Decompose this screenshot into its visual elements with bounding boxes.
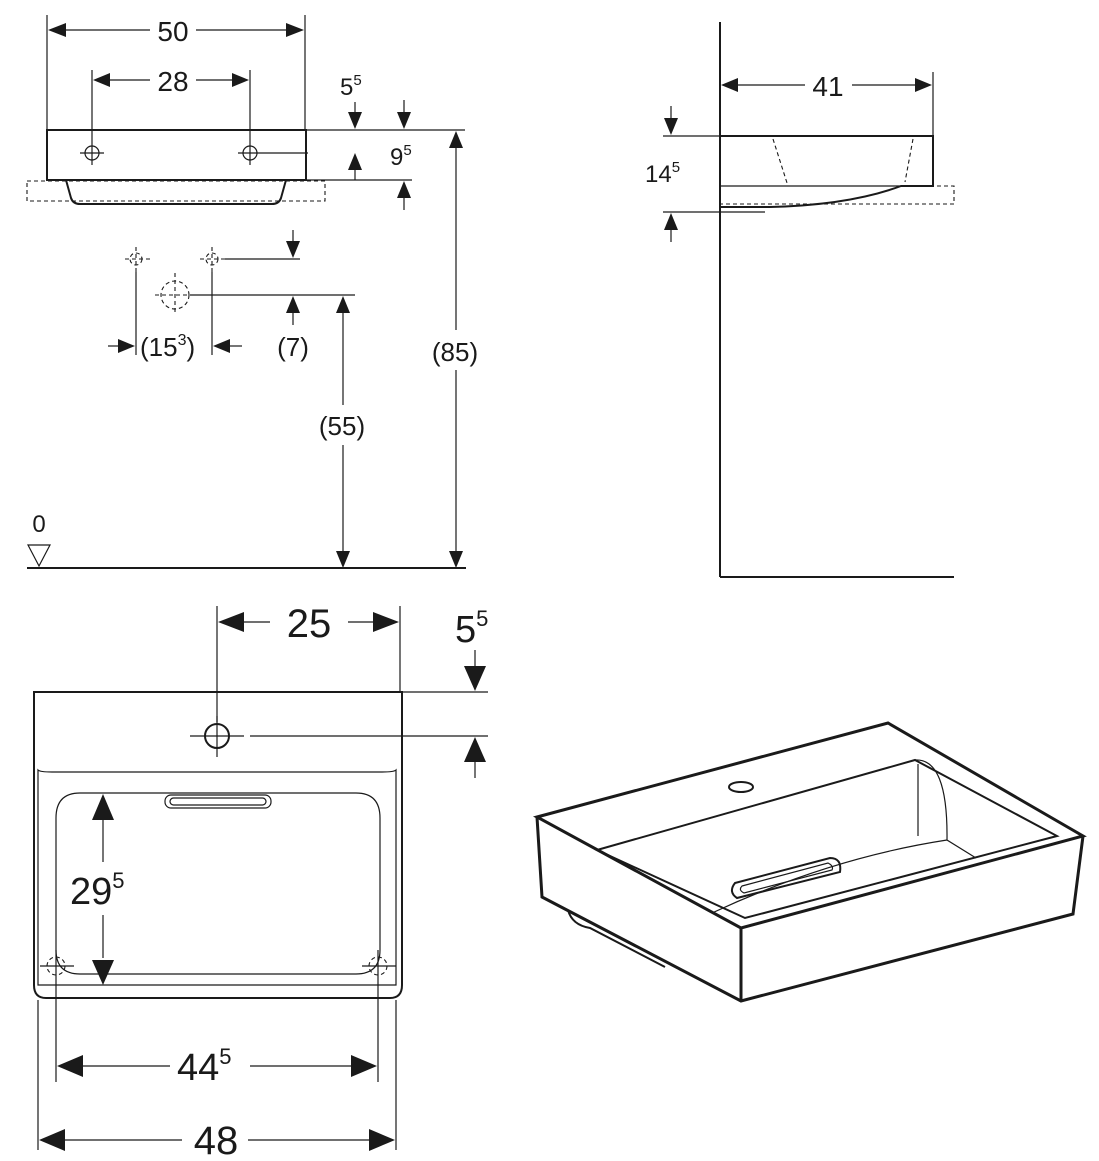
dim-outlet-spacing: (153) [140, 332, 195, 362]
iso-bowl-opening [594, 758, 1060, 920]
crosshair-circle-icon [80, 141, 104, 165]
front-elevation-view: 50 28 55 95 [26, 15, 478, 569]
dim-bowl-depth: 295 [70, 868, 125, 913]
top-basin-outline [33, 691, 403, 999]
iso-overflow-slot [731, 856, 842, 900]
top-basin-bowl [55, 792, 381, 975]
dim-width-overall: 50 [157, 16, 188, 47]
dim-tap-hole-spacing: 28 [157, 66, 188, 97]
dim-rim-height: 95 [390, 142, 412, 171]
iso-outer-rim [532, 721, 1087, 930]
front-counter-dashed [26, 180, 326, 202]
triangle-level-icon [27, 544, 51, 568]
iso-tap-hole [728, 781, 754, 793]
isometric-view [532, 721, 1087, 1003]
dim-bowl-width: 445 [177, 1044, 232, 1089]
dim-tap-edge-offset: 55 [455, 606, 488, 651]
dim-outlet-offset: (7) [277, 332, 309, 362]
side-elevation-view: 41 145 [645, 22, 955, 578]
dim-tap-offset: 25 [287, 602, 332, 646]
fixing-point-right [362, 950, 396, 1082]
outlet-marker-center [155, 273, 355, 315]
dim-side-height: 145 [645, 159, 680, 188]
side-basin-profile [720, 135, 934, 208]
top-plan-view: 25 55 295 445 48 [33, 602, 488, 1161]
overflow-slot [164, 794, 272, 809]
outlet-marker-right [200, 247, 300, 272]
fixing-point-left [40, 950, 74, 1082]
crosshair-circle-icon [190, 716, 488, 757]
dim-top-offset: 55 [340, 72, 362, 101]
dim-projection: 41 [812, 71, 843, 102]
floor-level-label: 0 [32, 511, 45, 538]
dim-overall-width: 48 [194, 1119, 239, 1161]
dim-rim-top-height: (85) [432, 337, 478, 367]
top-basin-rim [37, 768, 397, 986]
outlet-marker-left [125, 247, 150, 272]
front-basin-underside [65, 179, 287, 205]
dim-outlet-height: (55) [319, 411, 365, 441]
crosshair-circle-icon [238, 141, 308, 165]
